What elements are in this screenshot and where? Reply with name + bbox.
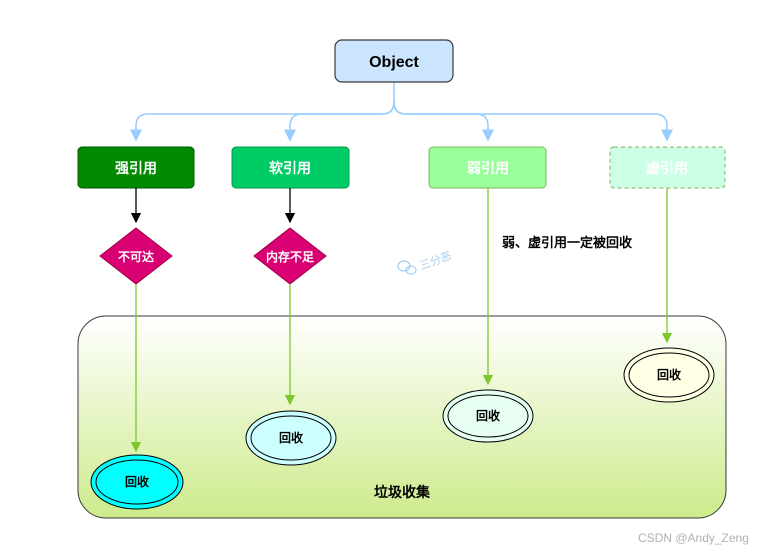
branch-connectors <box>130 82 673 142</box>
watermark-center-label: 三分恶 <box>418 249 453 273</box>
soft-reference-label: 软引用 <box>269 160 311 177</box>
recycle-label-strong: 回收 <box>125 474 149 489</box>
phantom-reference-node: 虚引用 <box>609 146 726 189</box>
gc-area <box>77 315 727 519</box>
watermark-bottom: CSDN @Andy_Zeng <box>638 531 749 545</box>
strong-reference-node: 强引用 <box>77 146 195 189</box>
gc-area-label: 垃圾收集 <box>374 484 431 501</box>
weak-reference-label: 弱引用 <box>467 161 509 177</box>
object-node: Object <box>334 39 454 83</box>
recycle-node-strong: 回收 <box>90 454 184 510</box>
recycle-node-weak: 回收 <box>442 389 534 443</box>
recycle-arrows <box>130 188 673 453</box>
out-of-memory-label: 内存不足 <box>266 249 314 264</box>
recycle-node-phantom: 回收 <box>623 347 715 403</box>
note-text: 弱、虚引用一定被回收 <box>502 235 633 251</box>
recycle-label-soft: 回收 <box>279 430 303 445</box>
wechat-icon <box>397 260 417 275</box>
out-of-memory-condition: 内存不足 <box>253 227 327 285</box>
recycle-node-soft: 回收 <box>245 410 337 466</box>
strong-reference-label: 强引用 <box>115 161 157 177</box>
weak-reference-node: 弱引用 <box>428 146 547 189</box>
object-label: Object <box>369 54 419 71</box>
soft-reference-node: 软引用 <box>231 146 350 189</box>
unreachable-condition: 不可达 <box>99 227 173 285</box>
phantom-reference-label: 虚引用 <box>646 160 688 177</box>
watermark-center: 三分恶 <box>397 249 453 275</box>
condition-arrows <box>130 188 296 224</box>
unreachable-label: 不可达 <box>118 249 154 264</box>
recycle-label-phantom: 回收 <box>657 367 681 382</box>
recycle-label-weak: 回收 <box>476 408 500 423</box>
